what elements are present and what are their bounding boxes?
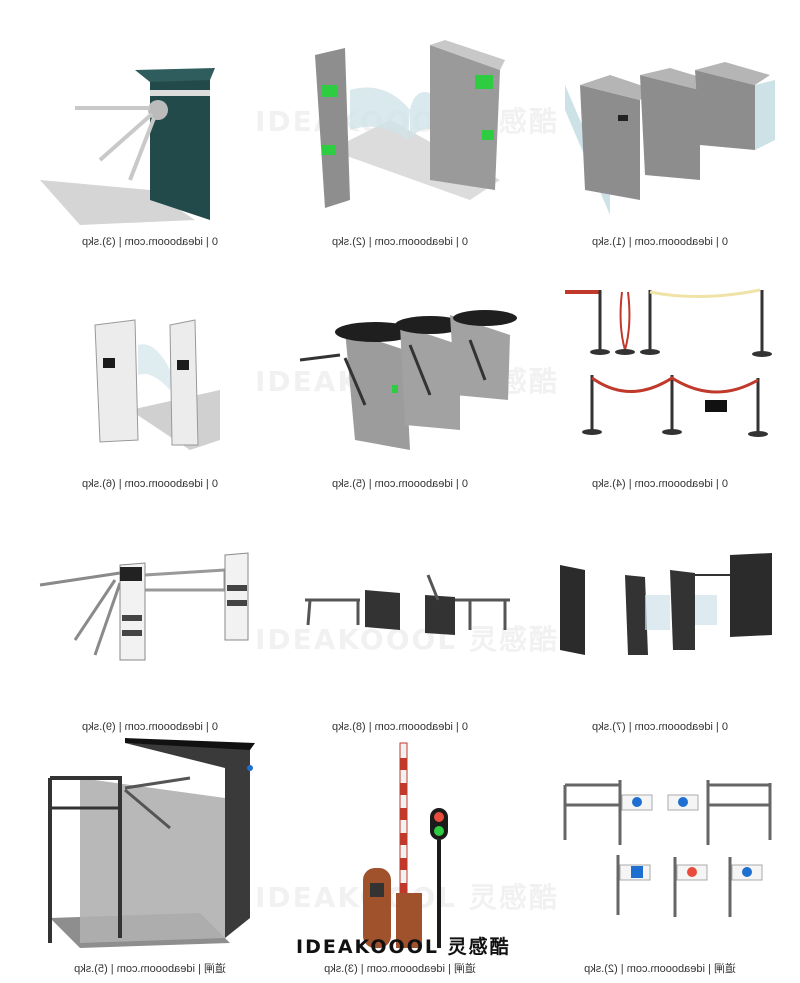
model-caption: 0 | ideabooom.com | (3).skp (82, 236, 218, 248)
model-caption: 0 | ideabooom.com | (7).skp (592, 721, 728, 733)
white-swing-gate-thumbnail (20, 300, 280, 460)
speed-gate-thumbnail (530, 30, 790, 230)
stanchion-barriers-thumbnail (530, 280, 790, 470)
model-caption: 道闸 | ideabooom.com | (3).skp (324, 963, 476, 975)
barrier-arm-traffic-light-thumbnail (270, 738, 530, 953)
compact-turnstile-thumbnail (270, 545, 530, 675)
tripod-row-thumbnail (270, 300, 530, 460)
tripod-turnstile-thumbnail (20, 30, 280, 230)
model-caption: 0 | ideabooom.com | (9).skp (82, 721, 218, 733)
model-caption: 0 | ideabooom.com | (4).skp (592, 478, 728, 490)
brand-logo: IDEAKOOOL 灵感酷 (296, 936, 511, 958)
model-caption: 0 | ideabooom.com | (1).skp (592, 236, 728, 248)
watermark: IDEAKOOOL 灵感酷 (255, 623, 559, 656)
full-height-turnstile-thumbnail (20, 738, 280, 953)
swing-gates-signs-thumbnail (530, 765, 790, 950)
model-caption: 道闸 | ideabooom.com | (2).skp (584, 963, 736, 975)
model-caption: 0 | ideabooom.com | (2).skp (332, 236, 468, 248)
swing-gate-thumbnail (270, 30, 530, 230)
model-caption: 0 | ideabooom.com | (6).skp (82, 478, 218, 490)
model-caption: 道闸 | ideabooom.com | (5).skp (74, 963, 226, 975)
model-caption: 0 | ideabooom.com | (8).skp (332, 721, 468, 733)
model-caption: 0 | ideabooom.com | (5).skp (332, 478, 468, 490)
tripod-with-swing-arm-thumbnail (20, 545, 280, 675)
black-gate-row-thumbnail (530, 545, 790, 675)
